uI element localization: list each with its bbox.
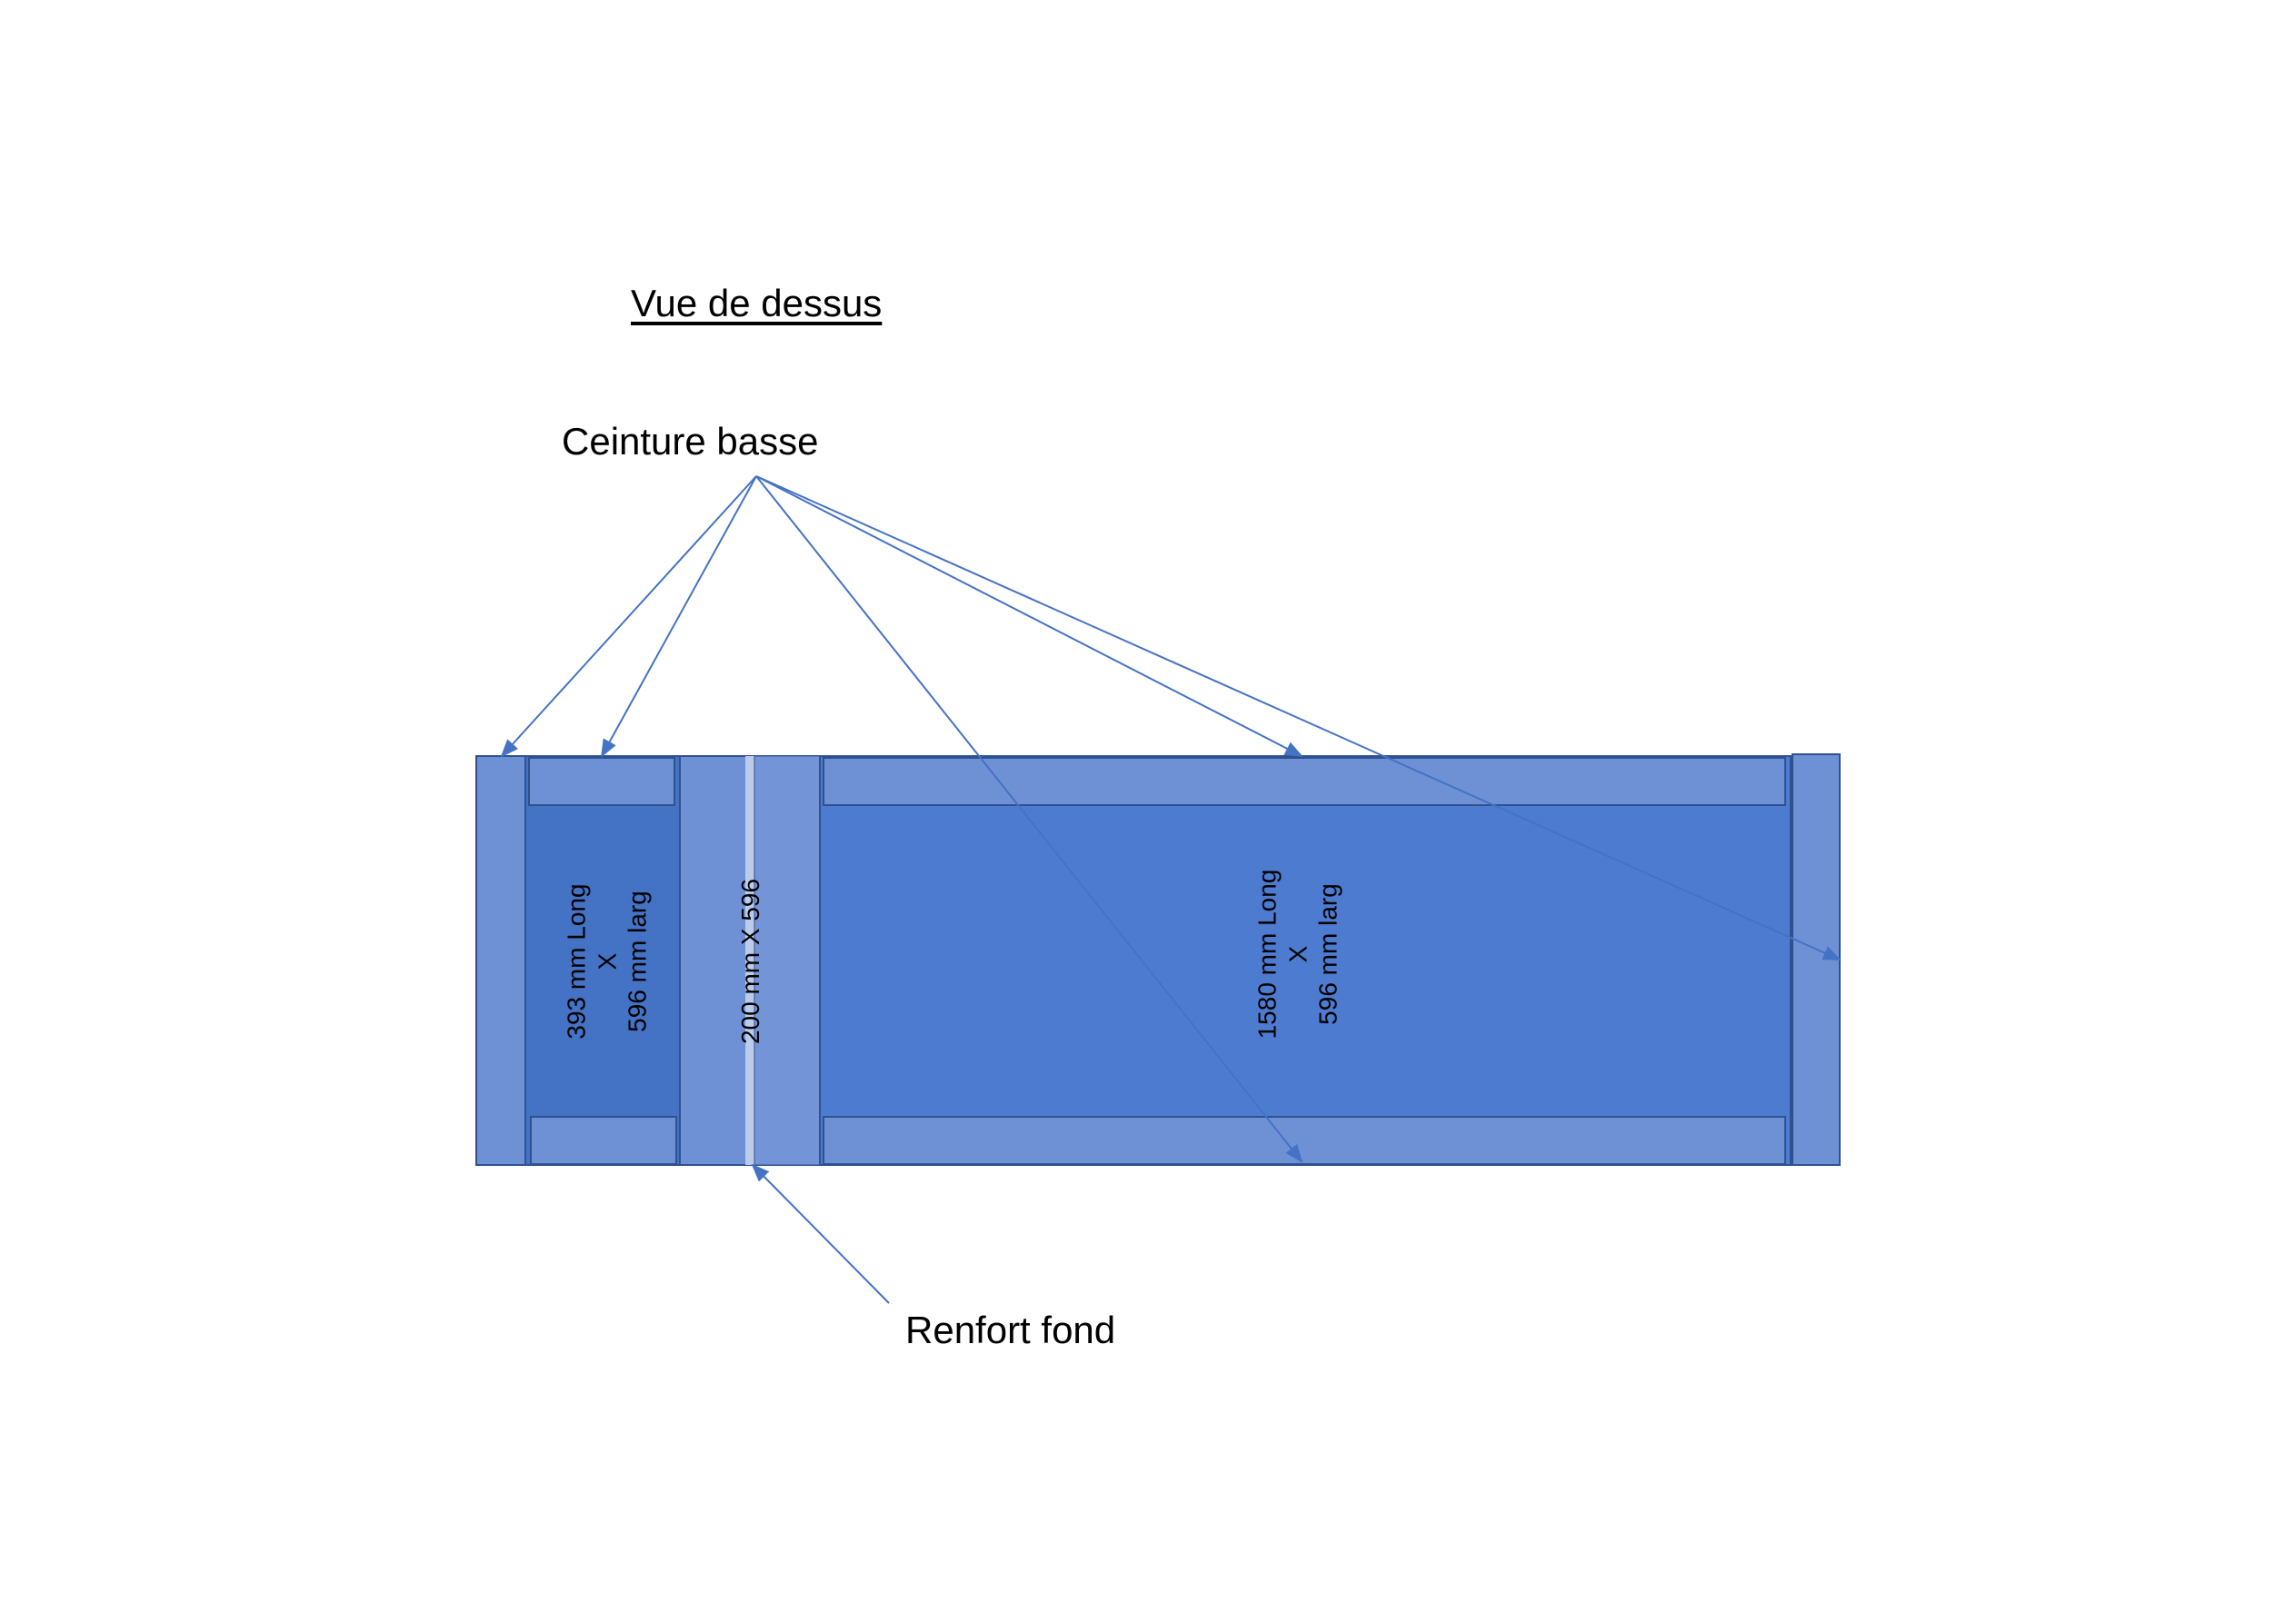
- renfort-fond-label: Renfort fond: [905, 1309, 1116, 1351]
- arrow-to-left-end: [500, 475, 757, 758]
- right-end-strip: [1792, 753, 1841, 1166]
- arrow-to-right-end: [755, 475, 1842, 961]
- right-panel-length: 1580 mm Long: [1253, 869, 1282, 1040]
- right-compartment: [819, 755, 1792, 1166]
- diagram-title: Vue de dessus: [631, 282, 883, 324]
- left-panel-times: X: [593, 952, 622, 971]
- left-compartment-top-rail: [528, 757, 675, 806]
- left-compartment-bottom-rail: [530, 1116, 677, 1165]
- left-panel-dimensions: 393 mm Long X 596 mm larg: [562, 883, 654, 1039]
- right-compartment-bottom-rail: [823, 1116, 1786, 1165]
- left-compartment: [524, 755, 681, 1166]
- arrow-to-right-top-rail: [755, 475, 1303, 757]
- left-panel-length: 393 mm Long: [562, 883, 591, 1040]
- ceinture-arrows: [500, 475, 1842, 1163]
- middle-panel-size: 200 mm X 596: [736, 878, 765, 1045]
- arrow-to-right-bottom-rail: [755, 475, 1303, 1163]
- middle-right-half: [754, 755, 821, 1166]
- right-panel-times: X: [1283, 945, 1313, 963]
- middle-divider-line: [745, 756, 754, 1165]
- middle-panel-dimensions: 200 mm X 596: [735, 879, 766, 1044]
- ceinture-basse-label: Ceinture basse: [562, 420, 819, 463]
- left-end-strip: [475, 755, 526, 1166]
- right-compartment-top-rail: [823, 757, 1786, 806]
- right-panel-dimensions: 1580 mm Long X 596 mm larg: [1253, 870, 1344, 1040]
- arrow-to-left-top-rail: [601, 475, 757, 758]
- renfort-arrow: [751, 1163, 890, 1304]
- right-panel-width: 596 mm larg: [1313, 883, 1343, 1025]
- left-panel-width: 596 mm larg: [623, 891, 652, 1032]
